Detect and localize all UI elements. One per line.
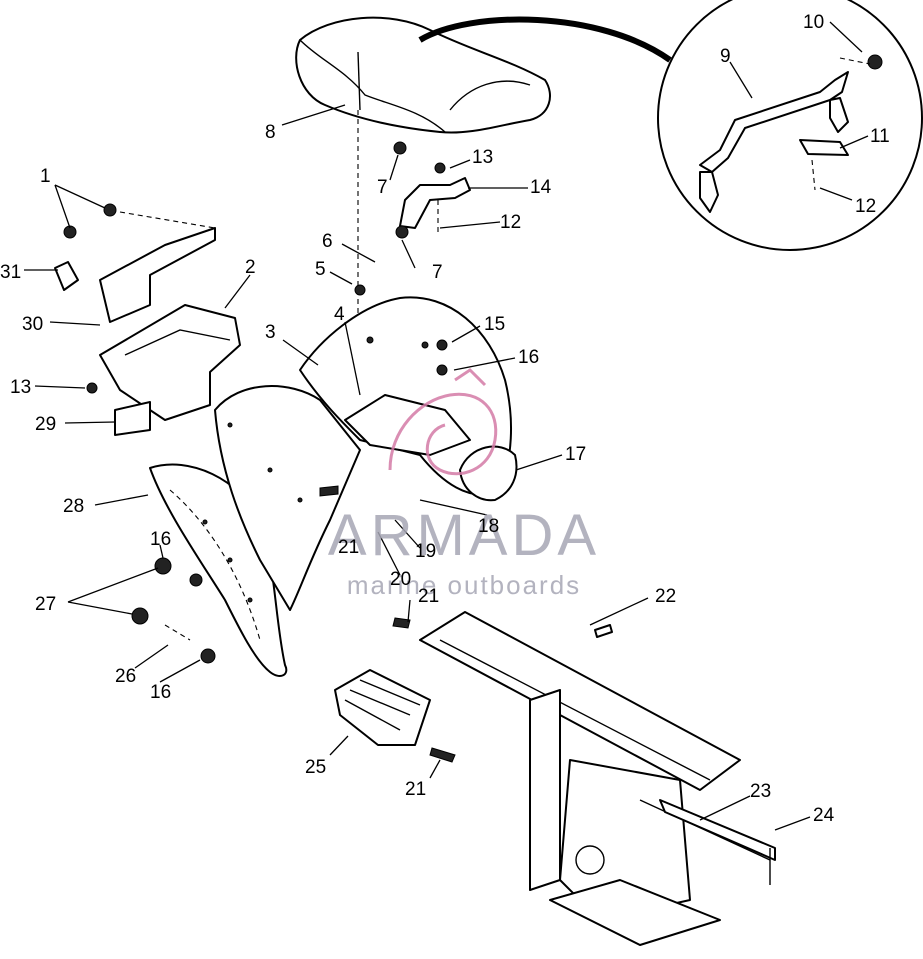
callout-18: 18: [478, 516, 499, 537]
callout-14: 14: [530, 177, 552, 198]
frame: [419, 611, 776, 946]
callout-30: 30: [22, 314, 43, 335]
callout-8: 8: [265, 122, 276, 143]
callout-4: 4: [334, 304, 345, 325]
left-fasteners: [131, 284, 448, 664]
callout-16a: 16: [518, 347, 539, 368]
callout-10: 10: [803, 12, 824, 33]
seat-latch-inset: [657, 0, 923, 251]
callout-9: 9: [720, 46, 731, 67]
callout-12a: 12: [500, 212, 521, 233]
callout-19: 19: [415, 541, 436, 562]
callout-13a: 13: [10, 377, 31, 398]
callout-2: 2: [245, 257, 256, 278]
callout-23: 23: [750, 781, 771, 802]
footrest: [334, 669, 456, 763]
callout-26: 26: [115, 666, 136, 687]
watermark-brand: ARMADA: [328, 503, 600, 568]
callout-29: 29: [35, 414, 56, 435]
watermark: ARMADA marine outboards: [328, 368, 600, 600]
callout-17: 17: [565, 444, 586, 465]
callout-27: 27: [35, 594, 56, 615]
leader-lines: [24, 21, 869, 831]
inset-link-cable: [418, 16, 672, 63]
watermark-tagline: marine outboards: [347, 570, 581, 600]
callout-24: 24: [813, 805, 835, 826]
callout-5: 5: [315, 259, 326, 280]
seat-bracket: [393, 141, 471, 239]
callout-7a: 7: [377, 177, 388, 198]
callout-20: 20: [390, 569, 411, 590]
callout-1: 1: [40, 166, 51, 187]
callout-12b: 12: [855, 196, 876, 217]
callout-7b: 7: [432, 262, 443, 283]
tool-box: [54, 203, 241, 436]
rear-fender-side: [214, 385, 361, 611]
callout-16b: 16: [150, 529, 171, 550]
callout-22: 22: [655, 586, 676, 607]
callout-31: 31: [0, 262, 21, 283]
callout-28: 28: [63, 496, 84, 517]
callout-labels: 1 2 3 4 5 6 7 7 8 9 10 11 12 12 13 13 14…: [0, 12, 890, 826]
callout-15: 15: [484, 314, 505, 335]
callout-11: 11: [870, 126, 890, 147]
callout-21c: 21: [405, 779, 426, 800]
rear-cab: [299, 296, 518, 502]
callout-16c: 16: [150, 682, 171, 703]
callout-6: 6: [322, 231, 333, 252]
callout-13b: 13: [472, 147, 493, 168]
callout-25: 25: [305, 757, 326, 778]
callout-3: 3: [265, 322, 276, 343]
callout-21a: 21: [338, 537, 359, 558]
callout-21b: 21: [418, 586, 439, 607]
